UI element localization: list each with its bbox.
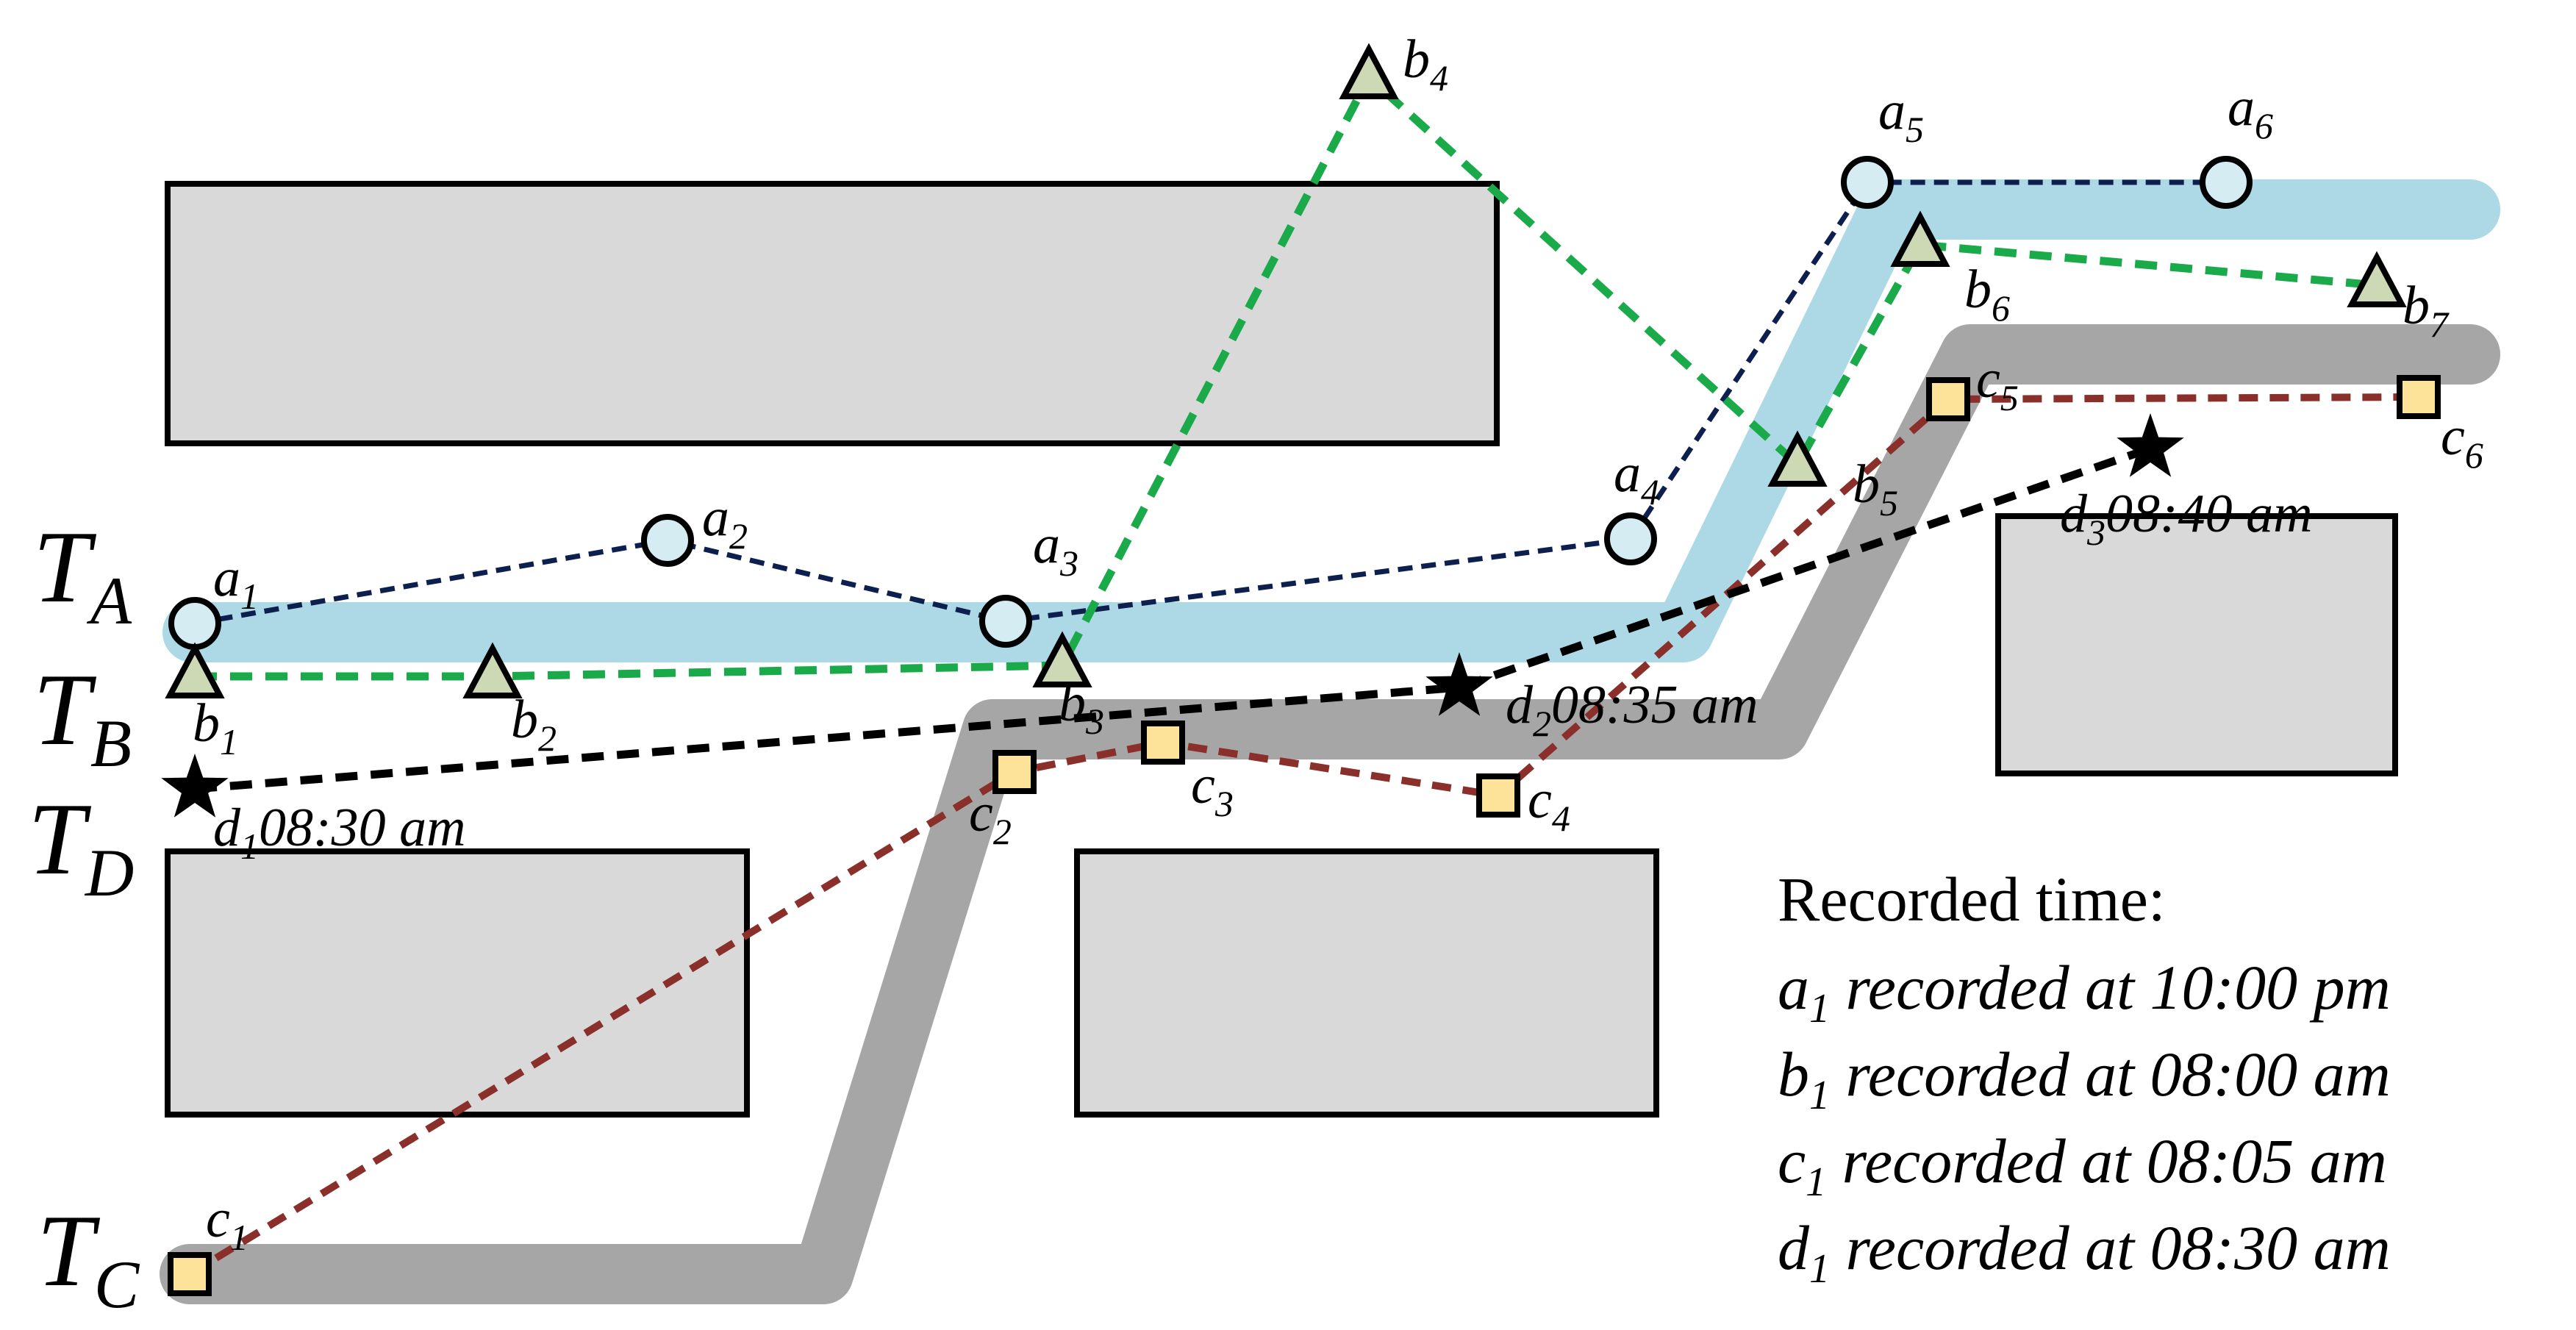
marker-c2	[992, 750, 1037, 794]
marker-b7	[2347, 251, 2407, 307]
trajectory-b-markers	[165, 43, 2407, 698]
road-band-c	[160, 324, 2500, 1304]
trajectory-label-d: TD	[28, 782, 134, 910]
trajectory-a-line	[194, 179, 2226, 626]
trajectory-label-a: TA	[33, 510, 132, 638]
marker-d3	[2117, 413, 2184, 477]
marker-b6	[1890, 210, 1950, 267]
label-b3: b3	[1059, 673, 1104, 742]
label-d2: d208:35 am	[1506, 675, 1759, 744]
trajectory-label-c: TC	[37, 1194, 140, 1322]
legend-entry-a1: a1 recorded at 10:00 pm	[1778, 952, 2391, 1032]
label-c1: c1	[206, 1189, 248, 1258]
label-b6: b6	[1964, 260, 2010, 329]
marker-c5	[1926, 377, 1970, 421]
building-1	[165, 181, 1500, 446]
marker-b1	[165, 642, 225, 698]
label-c4: c4	[1528, 770, 1570, 839]
label-b7: b7	[2403, 276, 2450, 345]
legend: Recorded time: a1 recorded at 10:00 pmb1 …	[1778, 864, 2391, 1292]
legend-entry-c1: c1 recorded at 08:05 am	[1778, 1126, 2387, 1205]
marker-b3	[1032, 631, 1092, 687]
marker-c4	[1476, 773, 1520, 818]
marker-d2	[1425, 652, 1493, 716]
label-b2: b2	[511, 690, 557, 759]
label-c6: c6	[2441, 407, 2483, 476]
label-b4: b4	[1403, 29, 1448, 99]
point-labels: a1 a2 a3 a4 a5 a6 b1 b2 b3 b4 b5 b6 b7 c1 c2 c3 c4 c5 c6 d1…	[193, 29, 2483, 1258]
label-a6: a6	[2228, 77, 2273, 146]
marker-a3	[979, 595, 1032, 648]
trajectory-c-line	[187, 393, 2419, 1278]
label-a5: a5	[1878, 81, 1924, 150]
marker-a5	[1841, 156, 1894, 209]
label-a3: a3	[1033, 515, 1078, 584]
marker-b2	[462, 642, 523, 698]
label-c5: c5	[1976, 349, 2019, 418]
road-band-a	[162, 179, 2500, 662]
label-a1: a1	[213, 548, 259, 617]
building-3	[165, 848, 750, 1118]
label-d3: d308:40 am	[2060, 484, 2313, 553]
marker-b5	[1767, 430, 1828, 487]
building-2	[1995, 513, 2398, 776]
marker-a1	[168, 597, 221, 650]
marker-a6	[2200, 156, 2253, 209]
legend-entry-b1: b1 recorded at 08:00 am	[1778, 1039, 2391, 1118]
label-b1: b1	[193, 693, 238, 762]
label-c2: c2	[969, 783, 1012, 852]
buildings	[165, 181, 2398, 1118]
label-d1: d108:30 am	[213, 798, 466, 867]
marker-c3	[1141, 721, 1185, 765]
trajectory-label-b: TB	[33, 653, 132, 781]
building-4	[1074, 848, 1659, 1118]
trajectory-a-markers	[168, 156, 2253, 650]
label-c3: c3	[1191, 755, 1234, 824]
trajectory-c-markers	[168, 375, 2441, 1296]
marker-a2	[641, 514, 694, 567]
marker-a4	[1604, 512, 1657, 565]
marker-b4	[1339, 43, 1399, 99]
marker-c6	[2397, 375, 2441, 419]
legend-title: Recorded time:	[1778, 864, 2166, 934]
legend-entry-d1: d1 recorded at 08:30 am	[1778, 1212, 2391, 1292]
label-b5: b5	[1853, 454, 1898, 523]
trajectory-d-markers	[161, 413, 2184, 818]
marker-c1	[168, 1252, 212, 1296]
label-a4: a4	[1614, 443, 1659, 512]
label-a2: a2	[702, 487, 748, 557]
marker-d1	[161, 754, 229, 818]
